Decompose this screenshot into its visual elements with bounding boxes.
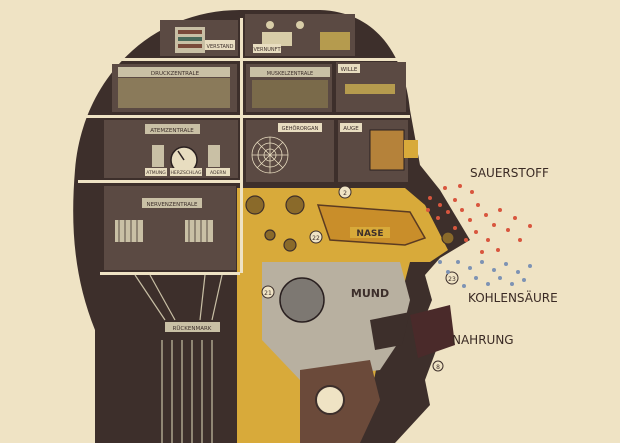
- svg-text:8: 8: [436, 364, 440, 371]
- room-muskelzentrale: MUSKELZENTRALE: [246, 64, 332, 112]
- svg-text:NERVENZENTRALE: NERVENZENTRALE: [146, 202, 198, 208]
- brain-wall: [240, 18, 243, 273]
- svg-text:ATMUNG: ATMUNG: [146, 170, 166, 176]
- co2-dots: [438, 260, 532, 288]
- svg-text:VERNUNFT: VERNUNFT: [253, 47, 281, 53]
- brain-floor-3: [78, 180, 243, 183]
- kohlensaeure-label: KOHLENSÄURE: [468, 290, 558, 305]
- svg-text:RÜCKENMARK: RÜCKENMARK: [173, 325, 212, 332]
- brain-floor-4: [100, 272, 240, 275]
- svg-text:21: 21: [264, 290, 272, 297]
- number-markers: [261, 185, 459, 372]
- svg-text:VERSTAND: VERSTAND: [207, 44, 234, 50]
- svg-text:GEHÖRORGAN: GEHÖRORGAN: [282, 125, 319, 132]
- gears: [245, 195, 455, 252]
- room-vernunft: VERNUNFT: [245, 14, 355, 56]
- room-wille: WILLE: [336, 62, 406, 112]
- svg-text:HERZSCHLAG: HERZSCHLAG: [171, 170, 202, 176]
- nahrung-label: NAHRUNG: [452, 333, 514, 347]
- spinal-cord: RÜCKENMARK: [134, 274, 230, 443]
- room-atemzentrale: ATEMZENTRALE ATMUNG HERZSCHLAG ADERN: [104, 120, 238, 178]
- brain-ball: [279, 277, 325, 323]
- svg-text:22: 22: [312, 235, 320, 242]
- svg-text:AUGE: AUGE: [343, 126, 359, 132]
- throat-valve: [315, 385, 345, 415]
- tongue: [370, 312, 410, 350]
- svg-text:MUSKELZENTRALE: MUSKELZENTRALE: [267, 71, 313, 77]
- room-druckzentrale: DRUCKZENTRALE: [112, 64, 237, 112]
- brain-floor-1: [102, 58, 412, 61]
- room-auge: AUGE: [338, 120, 418, 182]
- svg-text:23: 23: [448, 276, 456, 283]
- nase-label: NASE: [356, 229, 383, 239]
- svg-text:ADERN: ADERN: [210, 170, 226, 176]
- svg-text:WILLE: WILLE: [341, 67, 358, 73]
- svg-text:DRUCKZENTRALE: DRUCKZENTRALE: [151, 71, 200, 77]
- svg-text:2: 2: [343, 190, 347, 197]
- brain-floor-2: [80, 115, 410, 118]
- nasal-cavity: [316, 204, 427, 246]
- room-gehoerorgan: GEHÖRORGAN: [246, 120, 334, 182]
- sauerstoff-label: SAUERSTOFF: [470, 166, 549, 180]
- mund-label: MUND: [351, 287, 389, 300]
- oxygen-dots: [426, 184, 532, 254]
- food-item: [410, 305, 455, 358]
- room-nervenzentrale: NERVENZENTRALE: [104, 186, 236, 270]
- room-verstand: VERSTAND: [160, 20, 238, 56]
- svg-text:ATEMZENTRALE: ATEMZENTRALE: [150, 128, 194, 134]
